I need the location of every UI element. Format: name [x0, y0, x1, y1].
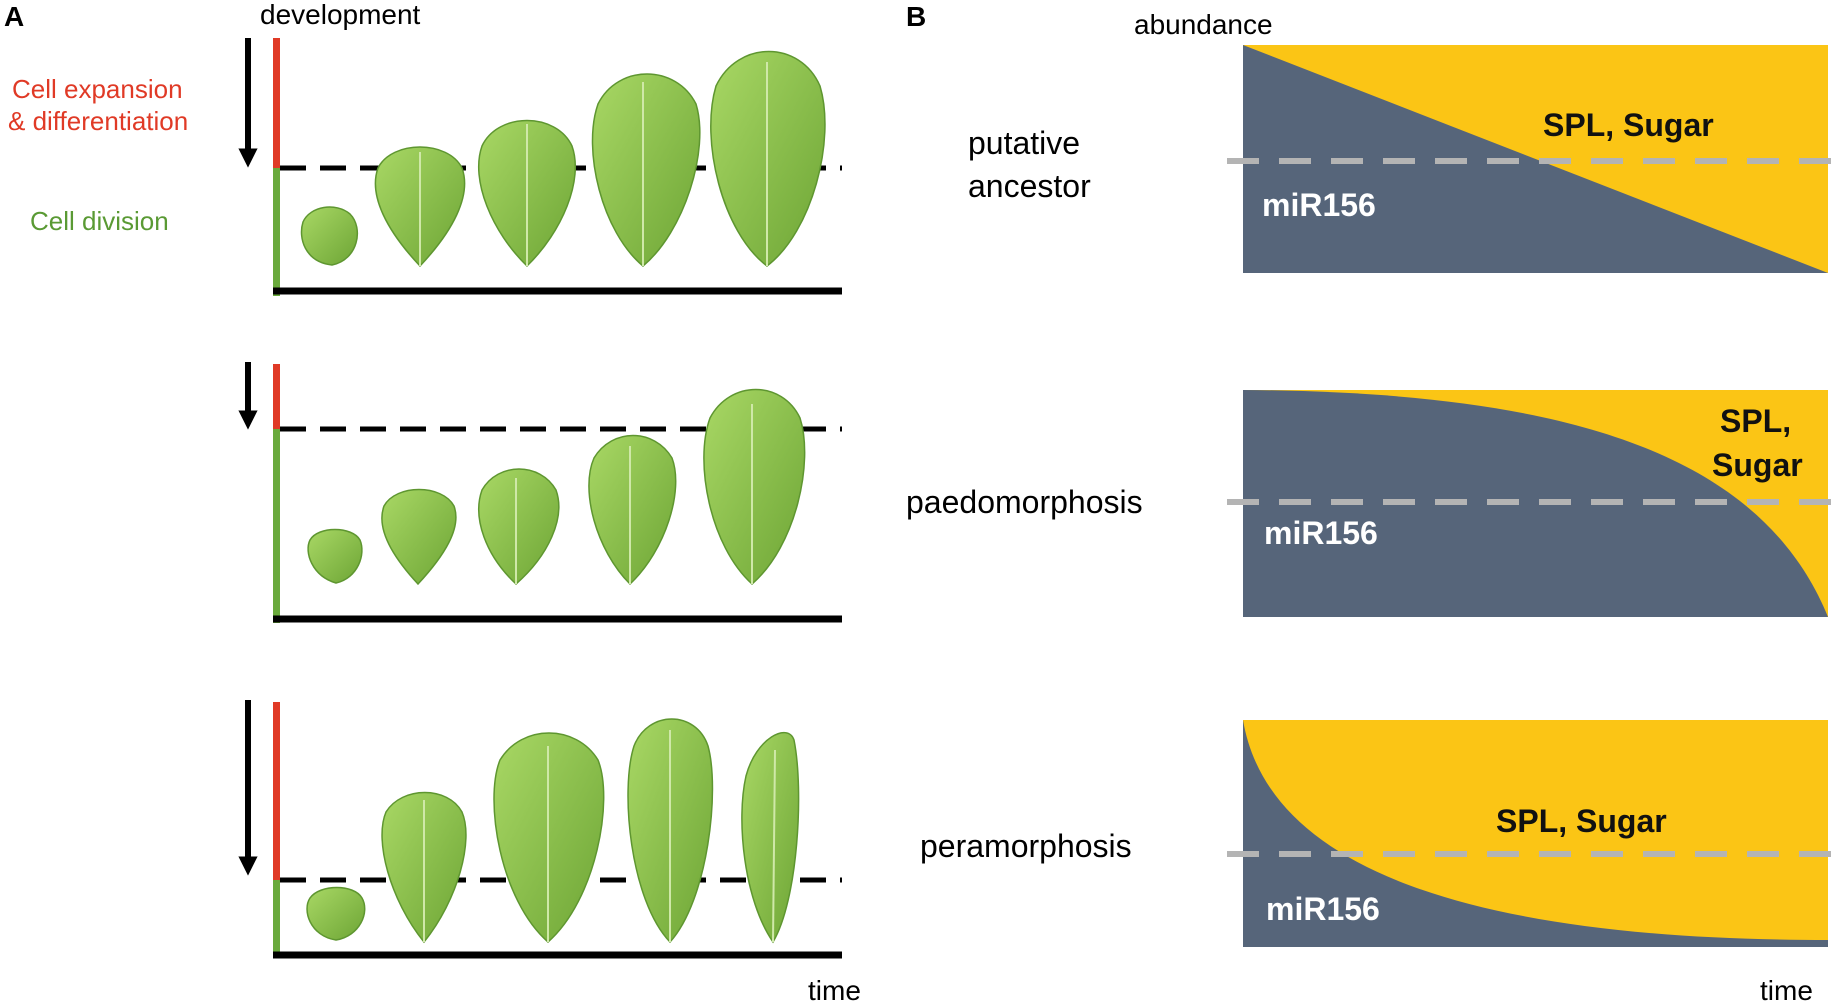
- leaf-sequence: [306, 718, 800, 944]
- mir156-area: [1243, 390, 1828, 617]
- time-axis-label-b: time: [1760, 975, 1813, 1005]
- panel-b: B abundance time putative ancestor SPL, …: [906, 1, 1845, 1005]
- growth-row-3: [238, 700, 842, 959]
- leaf-midrib: [772, 749, 776, 943]
- row-label-paedomorphosis: paedomorphosis: [906, 484, 1143, 520]
- differentiation-label: & differentiation: [8, 106, 188, 136]
- spl-label: SPL,: [1720, 403, 1791, 439]
- expansion-zone-bar: [273, 702, 280, 880]
- spl-sugar-label: SPL, Sugar: [1543, 107, 1714, 143]
- abundance-plot-peramorphosis: peramorphosis SPL, Sugar miR156: [920, 720, 1845, 947]
- expansion-zone-bar: [273, 364, 280, 429]
- leaf: [741, 731, 800, 944]
- time-axis-label-a: time: [808, 975, 861, 1005]
- leaf: [591, 73, 701, 267]
- panel-a: A development Cell expansion & different…: [4, 0, 861, 1005]
- row-label-ancestor: ancestor: [968, 168, 1091, 204]
- leaf: [703, 388, 806, 586]
- mir156-label: miR156: [1262, 187, 1376, 223]
- leaf: [307, 528, 363, 584]
- mir156-label: miR156: [1264, 515, 1378, 551]
- mir156-label: miR156: [1266, 891, 1380, 927]
- development-axis-label: development: [260, 0, 421, 30]
- abundance-plot-ancestor: putative ancestor SPL, Sugar miR156: [968, 45, 1845, 273]
- leaf: [306, 886, 366, 941]
- spl-sugar-label: SPL, Sugar: [1496, 803, 1667, 839]
- growth-row-2: [238, 362, 842, 623]
- leaf: [588, 434, 677, 586]
- expansion-zone-bar: [273, 38, 280, 168]
- abundance-axis-label: abundance: [1134, 9, 1273, 40]
- leaf: [381, 488, 457, 586]
- mir156-area: [1243, 720, 1828, 947]
- sugar-label: Sugar: [1712, 447, 1803, 483]
- growth-row-1: [238, 38, 842, 296]
- cell-division-label: Cell division: [30, 206, 169, 236]
- cell-expansion-label: Cell expansion: [12, 74, 183, 104]
- division-zone-bar: [273, 168, 280, 296]
- row-label-putative: putative: [968, 125, 1080, 161]
- leaf-sequence: [300, 50, 826, 268]
- abundance-plot-paedomorphosis: paedomorphosis SPL, Sugar miR156: [906, 390, 1845, 617]
- panel-b-letter: B: [906, 1, 926, 32]
- leaf-sequence: [307, 388, 806, 586]
- division-zone-bar: [273, 429, 280, 623]
- mir156-area: [1243, 45, 1828, 273]
- row-label-peramorphosis: peramorphosis: [920, 828, 1132, 864]
- leaf: [300, 206, 359, 266]
- panel-a-letter: A: [4, 1, 24, 32]
- division-zone-bar: [273, 880, 280, 957]
- leaf: [478, 468, 560, 586]
